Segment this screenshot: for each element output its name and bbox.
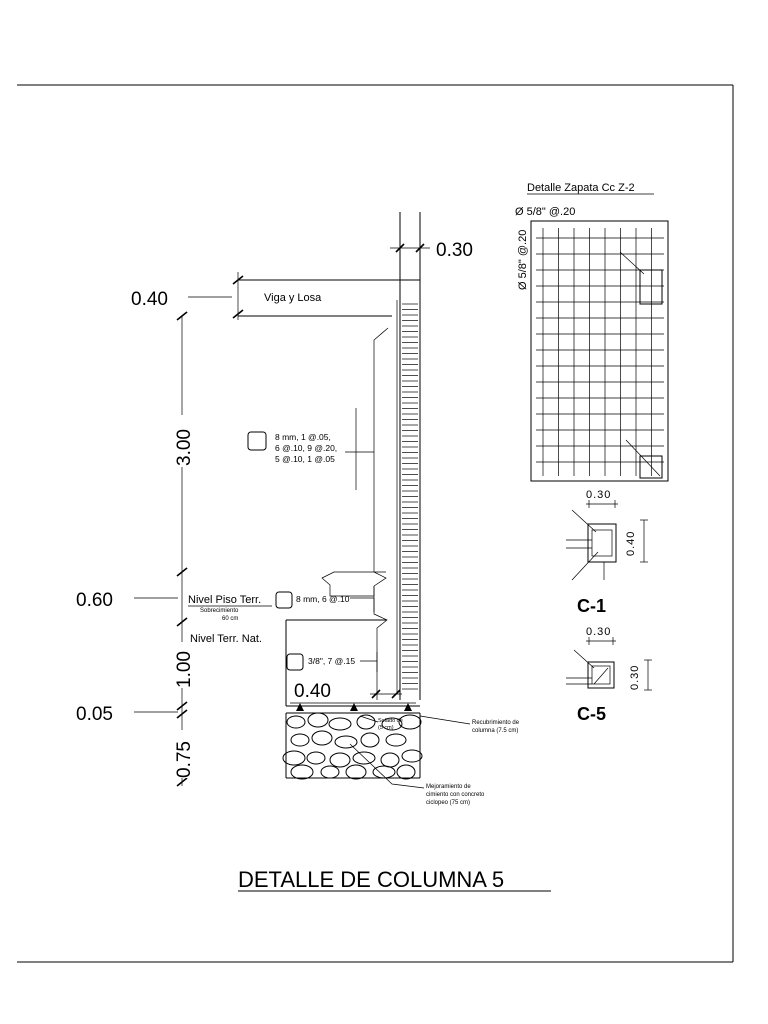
section-c1-width: 0.30: [586, 489, 611, 501]
section-c1-name: C-1: [577, 596, 606, 616]
label-beam: Viga y Losa: [264, 292, 322, 304]
cyclopean-concrete: [282, 712, 423, 780]
dim-vertical-chain: 3.00 0.60 1.00 0.05 0.75: [76, 311, 195, 787]
stirrup-callout-over: 8 mm, 6 @.10: [275, 586, 375, 612]
stone: [360, 732, 380, 748]
stone: [401, 749, 423, 763]
note-solado: Solado de (5 cm): [359, 715, 404, 731]
stirrups-foot-text: 3/8", 7 @.15: [308, 656, 355, 666]
stone: [311, 730, 333, 746]
stirrup-callout-foot: 3/8", 7 @.15: [286, 652, 378, 672]
sheet-frame: [17, 84, 734, 963]
column-stirrups: [402, 303, 418, 690]
section-c1: 0.30 0.40 C-1: [566, 489, 648, 616]
label-natural-ground: Nivel Terr. Nat.: [190, 633, 262, 645]
stone: [356, 714, 376, 730]
dim-foundation-text: 1.00: [174, 651, 195, 688]
section-c5-width: 0.30: [586, 626, 611, 638]
stone: [307, 712, 329, 728]
dim-improvement-text: 0.75: [174, 741, 195, 778]
stone: [372, 765, 396, 779]
stone: [334, 735, 358, 749]
dim-column-width: 0.30: [390, 240, 473, 261]
stone: [290, 764, 314, 780]
stone: [385, 733, 407, 747]
dim-footing-width: 0.40: [294, 681, 402, 702]
stirrup-callout-main: 8 mm, 1 @.05, 6 @.10, 9 @.20, 5 @.10, 1 …: [247, 408, 374, 490]
stone: [286, 715, 306, 729]
dim-column-width-text: 0.30: [436, 240, 473, 261]
stone: [320, 765, 340, 779]
section-c5-depth: 0.30: [629, 665, 641, 690]
stirrups-main-text: 8 mm, 1 @.05, 6 @.10, 9 @.20, 5 @.10, 1 …: [275, 432, 340, 464]
section-c1-depth: 0.40: [625, 531, 637, 556]
stone: [345, 764, 367, 780]
svg-text:Mejoramiento de cimiento: Mejoramiento de cimiento con concreto ci…: [426, 784, 486, 806]
sobrecimiento-note: Sobrecimiento 60 cm: [200, 608, 240, 622]
stirrups-over-text: 8 mm, 6 @.10: [296, 594, 350, 604]
stone: [396, 764, 416, 780]
footing-detail: Detalle Zapata Cc Z-2 Ø 5/8" @.20 Ø 5/8"…: [515, 182, 669, 482]
section-c5: 0.30 0.30 C-5: [566, 626, 652, 724]
stone: [290, 733, 310, 747]
stone: [352, 751, 376, 765]
stone: [282, 750, 306, 766]
stone: [329, 752, 351, 768]
stone: [328, 717, 352, 731]
stone: [380, 752, 400, 768]
stone: [398, 714, 422, 730]
dim-overcimiento-text: 0.60: [76, 590, 113, 611]
dim-beam: 0.40 Viga y Losa: [131, 272, 322, 320]
dim-footing-width-text: 0.40: [294, 681, 331, 702]
svg-text:Solado de (5 cm): Solado de (5 cm): [378, 718, 404, 731]
drawing-title: DETALLE DE COLUMNA 5: [238, 867, 504, 892]
stone: [306, 751, 326, 765]
footing-grid: [536, 228, 664, 476]
label-floor-level: Nivel Piso Terr.: [188, 594, 261, 606]
footing-bar-horizontal: Ø 5/8" @.20: [515, 206, 575, 218]
note-recubrimiento: Recubrimiento de columna (7.5 cm): [419, 715, 521, 734]
dim-beam-text: 0.40: [131, 289, 168, 310]
stone: [381, 717, 403, 731]
footing-bar-vertical: Ø 5/8" @.20: [517, 230, 529, 290]
section-c5-name: C-5: [577, 704, 606, 724]
note-mejoramiento: Mejoramiento de cimiento con concreto ci…: [349, 743, 486, 806]
svg-text:Recubrimiento de columna: Recubrimiento de columna (7.5 cm): [472, 720, 521, 734]
column-elevation: [238, 212, 423, 780]
dim-height-text: 3.00: [174, 429, 195, 466]
footing-title: Detalle Zapata Cc Z-2: [527, 182, 635, 194]
dim-solado-text: 0.05: [76, 704, 113, 725]
